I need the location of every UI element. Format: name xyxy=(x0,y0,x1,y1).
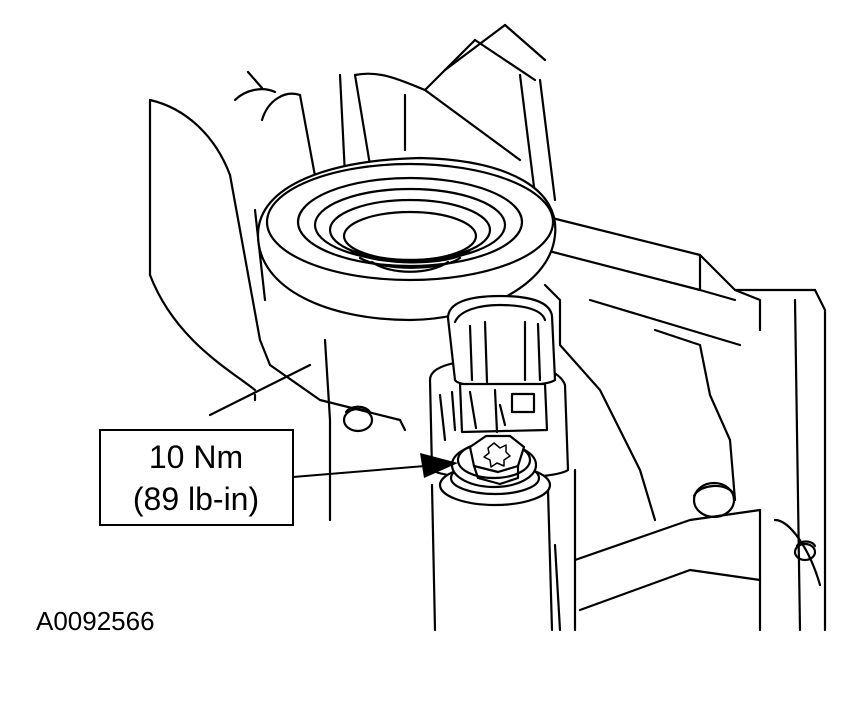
housing-outline xyxy=(148,23,557,392)
figure-id: A0092566 xyxy=(36,606,155,636)
housing-right-arm xyxy=(538,213,827,632)
leader-arrowhead xyxy=(420,453,458,478)
torque-value-nm: 10 Nm xyxy=(149,439,243,475)
callout-box xyxy=(99,429,294,526)
sensor-connector xyxy=(438,294,557,442)
bolt xyxy=(450,434,538,489)
bearing-bore xyxy=(256,156,557,322)
leader-line xyxy=(292,465,426,478)
torque-value-lbin: (89 lb-in) xyxy=(133,481,259,517)
torque-callout: 10 Nm (89 lb-in) xyxy=(99,429,458,526)
mounting-holes xyxy=(342,405,817,562)
housing-left-lower xyxy=(208,338,407,522)
